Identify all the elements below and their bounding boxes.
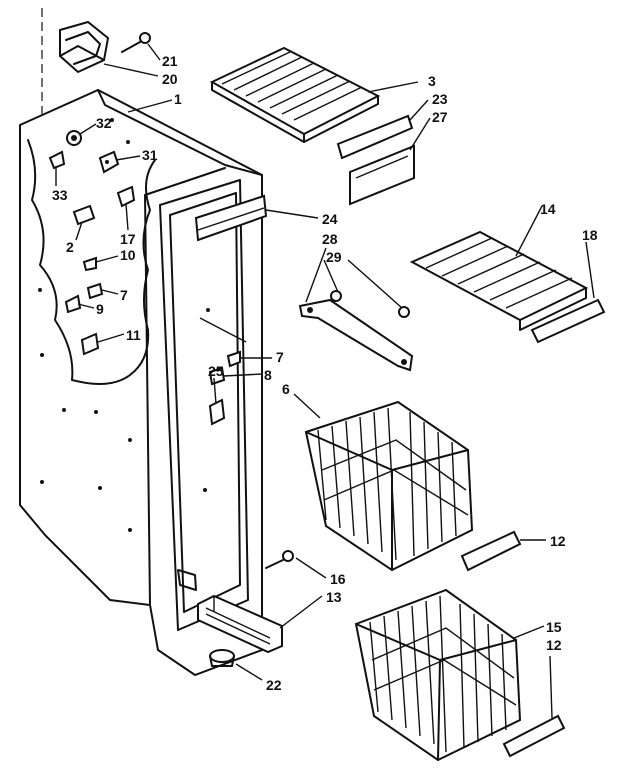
part-clip-7a <box>86 282 104 300</box>
callout-11: 11 <box>126 327 141 343</box>
part-trim-24 <box>194 194 268 242</box>
part-clip-7b <box>226 350 241 368</box>
callout-7b: 7 <box>276 349 284 365</box>
callout-28: 28 <box>322 231 338 247</box>
part-clip-10 <box>82 256 97 272</box>
part-clip-9 <box>64 294 82 314</box>
part-basket-trim-12a <box>460 530 522 572</box>
callout-17: 17 <box>120 231 136 247</box>
part-sensor-2 <box>72 204 96 226</box>
callout-27: 27 <box>432 109 448 125</box>
part-wire-shelf-14 <box>409 230 589 331</box>
callout-21: 21 <box>162 53 178 69</box>
part-wire-basket-15 <box>354 588 522 762</box>
callout-8: 8 <box>264 367 272 383</box>
callout-31: 31 <box>142 147 158 163</box>
part-shelf-trim-23 <box>336 114 414 160</box>
part-shelf-trim-18 <box>530 298 606 344</box>
part-bracket-25 <box>208 398 226 426</box>
part-shelf-support-28 <box>298 298 414 372</box>
callout-29: 29 <box>326 249 342 265</box>
part-screw-16 <box>265 550 294 569</box>
part-vent-grille-13 <box>197 594 283 654</box>
callout-labels: 21 20 1 3 23 27 32 31 33 17 2 24 28 29 1… <box>52 53 598 693</box>
callout-20: 20 <box>162 71 178 87</box>
callout-18: 18 <box>582 227 598 243</box>
callout-2: 2 <box>66 239 74 255</box>
callout-10: 10 <box>120 247 136 263</box>
part-wire-basket-6 <box>304 400 474 572</box>
callout-23: 23 <box>432 91 448 107</box>
callout-32: 32 <box>96 115 112 131</box>
callout-leaders <box>55 43 595 719</box>
callout-7a: 7 <box>120 287 128 303</box>
part-screw-29b <box>398 306 410 318</box>
part-shelf-glass-27 <box>349 144 415 206</box>
part-light-socket-32 <box>66 130 82 146</box>
callout-3: 3 <box>428 73 436 89</box>
callout-14: 14 <box>540 201 556 217</box>
part-clip-11 <box>80 332 100 356</box>
callout-6: 6 <box>282 381 290 397</box>
callout-16: 16 <box>330 571 346 587</box>
part-hinge-bracket <box>59 20 110 74</box>
callout-9: 9 <box>96 301 104 317</box>
callout-1: 1 <box>174 91 182 107</box>
part-basket-trim-12b <box>502 714 566 758</box>
callout-22: 22 <box>266 677 282 693</box>
part-screw-29a <box>330 290 342 302</box>
part-bulb-33 <box>48 150 66 170</box>
callout-12a: 12 <box>550 533 566 549</box>
callout-33: 33 <box>52 187 68 203</box>
part-thermostat-17 <box>116 185 136 208</box>
part-screw-21 <box>121 32 151 53</box>
part-switch-31 <box>98 150 120 174</box>
callout-12b: 12 <box>546 637 562 653</box>
part-cap-22 <box>209 649 235 667</box>
callout-25: 25 <box>208 363 224 379</box>
callout-13: 13 <box>326 589 342 605</box>
part-top-shelf-3 <box>209 46 381 143</box>
callout-15: 15 <box>546 619 562 635</box>
callout-24: 24 <box>322 211 338 227</box>
